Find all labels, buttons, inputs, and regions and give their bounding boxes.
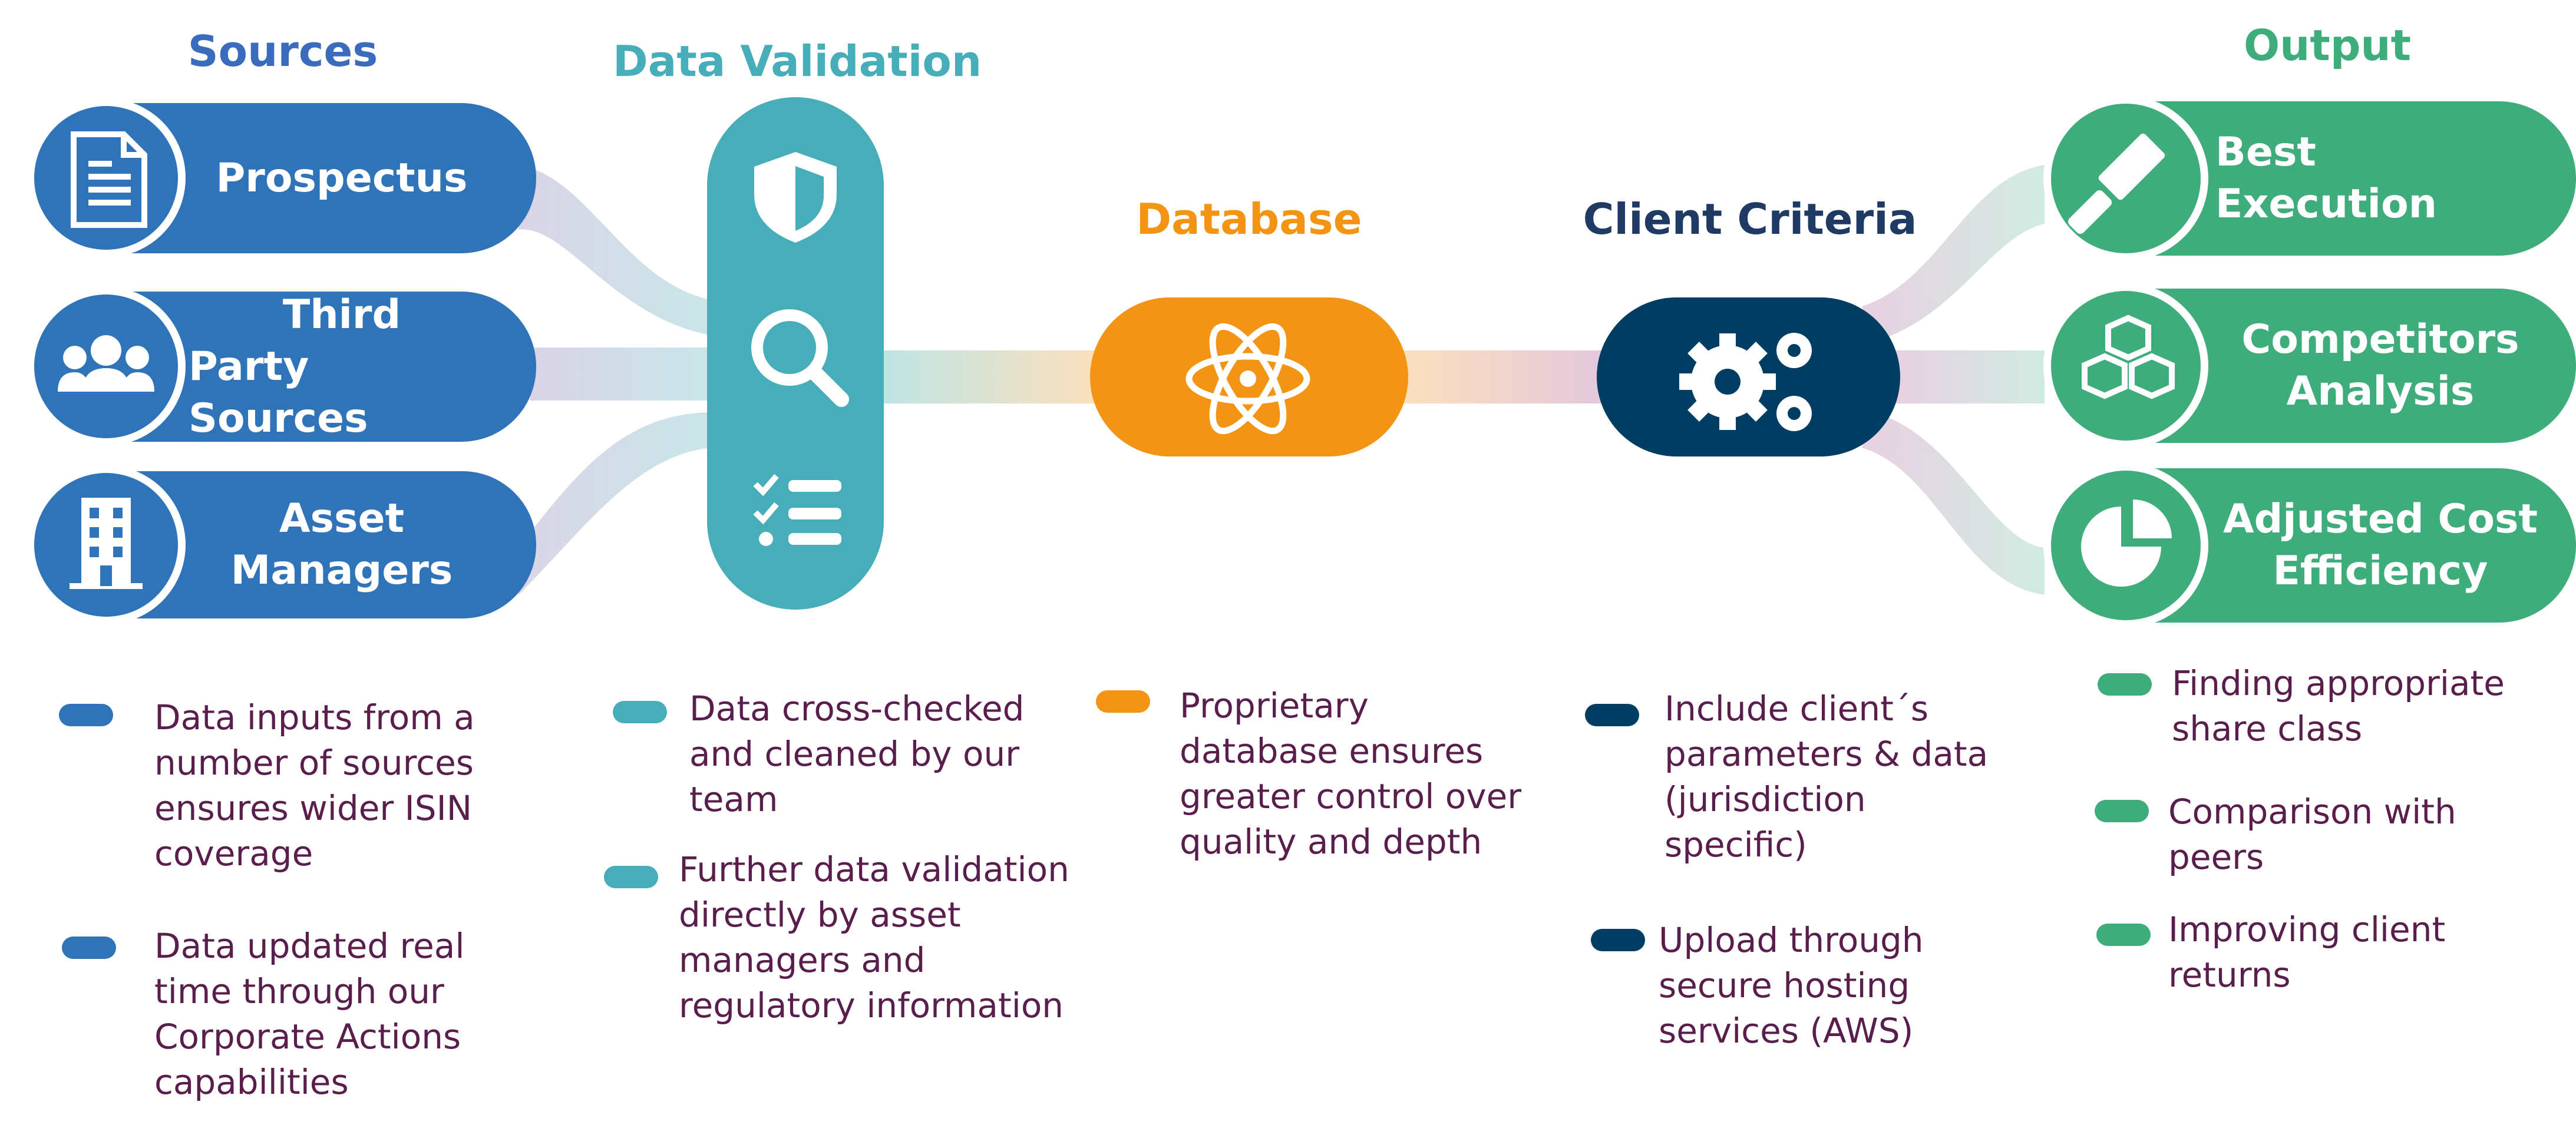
source-label-prospectus: Prospectus bbox=[216, 154, 468, 201]
criteria-pill bbox=[1597, 297, 1900, 456]
ribbons-criteria-to-output bbox=[1862, 165, 2045, 595]
output-label-competitors-line1: Competitors bbox=[2241, 316, 2519, 363]
database-title: Database bbox=[1136, 194, 1362, 244]
output-note-2: Comparison with peers bbox=[2168, 792, 2456, 877]
validation-bullet-2 bbox=[604, 866, 658, 888]
ribbon-database-to-criteria bbox=[1402, 350, 1603, 403]
output-bullet-2 bbox=[2095, 800, 2149, 822]
output-label-cost-line1: Adjusted Cost bbox=[2222, 496, 2538, 542]
atom-icon bbox=[1185, 323, 1310, 435]
source-pill-prospectus bbox=[27, 98, 536, 257]
output-pill-competitors bbox=[2043, 283, 2576, 448]
sources-bullet-1 bbox=[59, 704, 113, 726]
database-bullet-1 bbox=[1096, 690, 1150, 713]
checklist-icon bbox=[753, 474, 841, 546]
validation-title: Data Validation bbox=[613, 37, 982, 86]
shield-icon bbox=[754, 152, 837, 243]
sources-bullet-2 bbox=[62, 937, 116, 959]
criteria-bullet-2 bbox=[1591, 929, 1645, 951]
validation-column bbox=[707, 97, 884, 610]
output-title: Output bbox=[2243, 21, 2412, 70]
sources-note-1: Data inputs from a number of sources ens… bbox=[154, 697, 475, 873]
criteria-bullet-1 bbox=[1585, 704, 1639, 726]
output-label-cost-line2: Efficiency bbox=[2273, 548, 2488, 594]
source-label-third-line2: Party Sources bbox=[189, 343, 368, 442]
validation-note-2: Further data validation directly by asse… bbox=[679, 849, 1069, 1025]
pie-chart-icon bbox=[2081, 499, 2172, 587]
building-icon bbox=[70, 498, 143, 589]
criteria-note-1: Include client´s parameters & data (juri… bbox=[1665, 689, 1989, 865]
criteria-note-2: Upload through secure hosting services (… bbox=[1659, 920, 1924, 1051]
people-icon bbox=[58, 335, 154, 392]
ribbons-sources-to-validation bbox=[518, 165, 713, 595]
gavel-icon bbox=[2068, 133, 2165, 234]
database-note-1: Proprietary database ensures greater con… bbox=[1180, 686, 1522, 862]
sources-title: Sources bbox=[187, 27, 378, 76]
gears-icon bbox=[1679, 333, 1812, 431]
database-pill bbox=[1090, 297, 1408, 456]
criteria-title: Client Criteria bbox=[1583, 194, 1917, 244]
output-note-3: Improving client returns bbox=[2168, 909, 2446, 995]
ribbon-validation-to-database bbox=[884, 350, 1096, 403]
document-icon bbox=[71, 131, 147, 228]
output-note-1: Finding appropriate share class bbox=[2172, 663, 2505, 749]
output-bullet-3 bbox=[2096, 924, 2151, 946]
boxes-icon bbox=[2082, 315, 2175, 399]
output-bullet-1 bbox=[2098, 673, 2152, 696]
validation-note-1: Data cross-checked and cleaned by our te… bbox=[689, 689, 1025, 819]
output-pill-cost-efficiency bbox=[2043, 463, 2576, 628]
source-pill-asset-managers bbox=[27, 465, 536, 624]
source-label-asset-line1: Asset bbox=[279, 495, 405, 542]
search-icon bbox=[751, 309, 849, 407]
source-label-third-line1: Third bbox=[282, 291, 401, 338]
output-label-best-execution: Best Execution bbox=[2215, 129, 2438, 227]
source-label-asset-line2: Managers bbox=[230, 547, 453, 594]
output-pill-best-execution bbox=[2043, 96, 2576, 261]
source-pill-third-party bbox=[27, 287, 536, 446]
validation-bullet-1 bbox=[613, 701, 667, 723]
sources-note-2: Data updated real time through our Corpo… bbox=[154, 926, 465, 1102]
output-label-competitors-line2: Analysis bbox=[2286, 368, 2475, 415]
